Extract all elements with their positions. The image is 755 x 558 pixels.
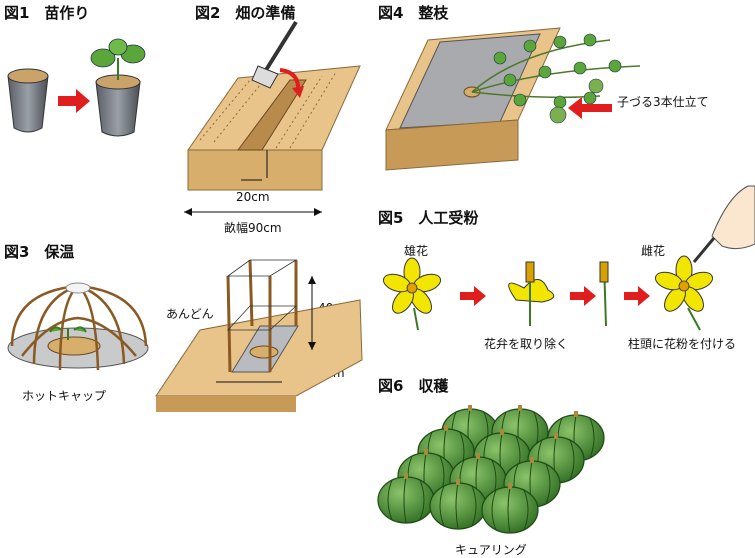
fig5-arrow-2 — [570, 286, 596, 306]
fig5-arrow-3 — [624, 286, 650, 306]
fig4-arrow — [568, 97, 612, 119]
fig5-step1-label: 花弁を取り除く — [484, 337, 569, 351]
fig3-andon-label: あんどん — [166, 307, 214, 321]
fig5-stamen — [599, 261, 609, 327]
fig6-note: キュアリング — [455, 543, 527, 557]
fig6-pumpkins — [377, 404, 605, 534]
hoe-icon — [251, 20, 304, 98]
fig4-title: 図4 整枝 — [378, 4, 449, 22]
fig2-width-label: 20cm — [236, 190, 270, 204]
fig6-title: 図6 収穫 — [378, 377, 449, 395]
fig5-male-flower — [380, 257, 444, 331]
fig4-leaves — [493, 33, 622, 124]
fig5-stamen-flower — [508, 261, 555, 326]
fig2-ridge-dimension — [184, 208, 322, 216]
fig1-title: 図1 苗作り — [4, 4, 90, 22]
fig1-seedling-pot — [90, 38, 146, 137]
fig3-hotcap — [7, 282, 149, 371]
fig2-title: 図2 畑の準備 — [195, 4, 296, 22]
fig3-andon — [155, 259, 363, 412]
fig5-arrow-1 — [460, 286, 486, 306]
hand-brush-icon — [692, 185, 755, 263]
fig4-note: 子づる3本仕立て — [617, 95, 709, 109]
fig3-cap-label: ホットキャップ — [22, 389, 107, 403]
fig5-female-label: 雌花 — [641, 244, 666, 258]
fig5-male-label: 雄花 — [404, 244, 429, 258]
fig5-step2-label: 柱頭に花粉を付ける — [628, 337, 737, 351]
fig1-empty-pot — [7, 68, 49, 133]
fig5-female-flower — [652, 255, 716, 331]
fig2-field — [187, 65, 361, 191]
fig1-arrow — [58, 89, 90, 113]
fig4-field — [385, 27, 561, 171]
fig5-title: 図5 人工受粉 — [378, 209, 479, 227]
fig3-title: 図3 保温 — [4, 243, 75, 261]
fig2-ridge-label: 畝幅90cm — [224, 221, 282, 235]
